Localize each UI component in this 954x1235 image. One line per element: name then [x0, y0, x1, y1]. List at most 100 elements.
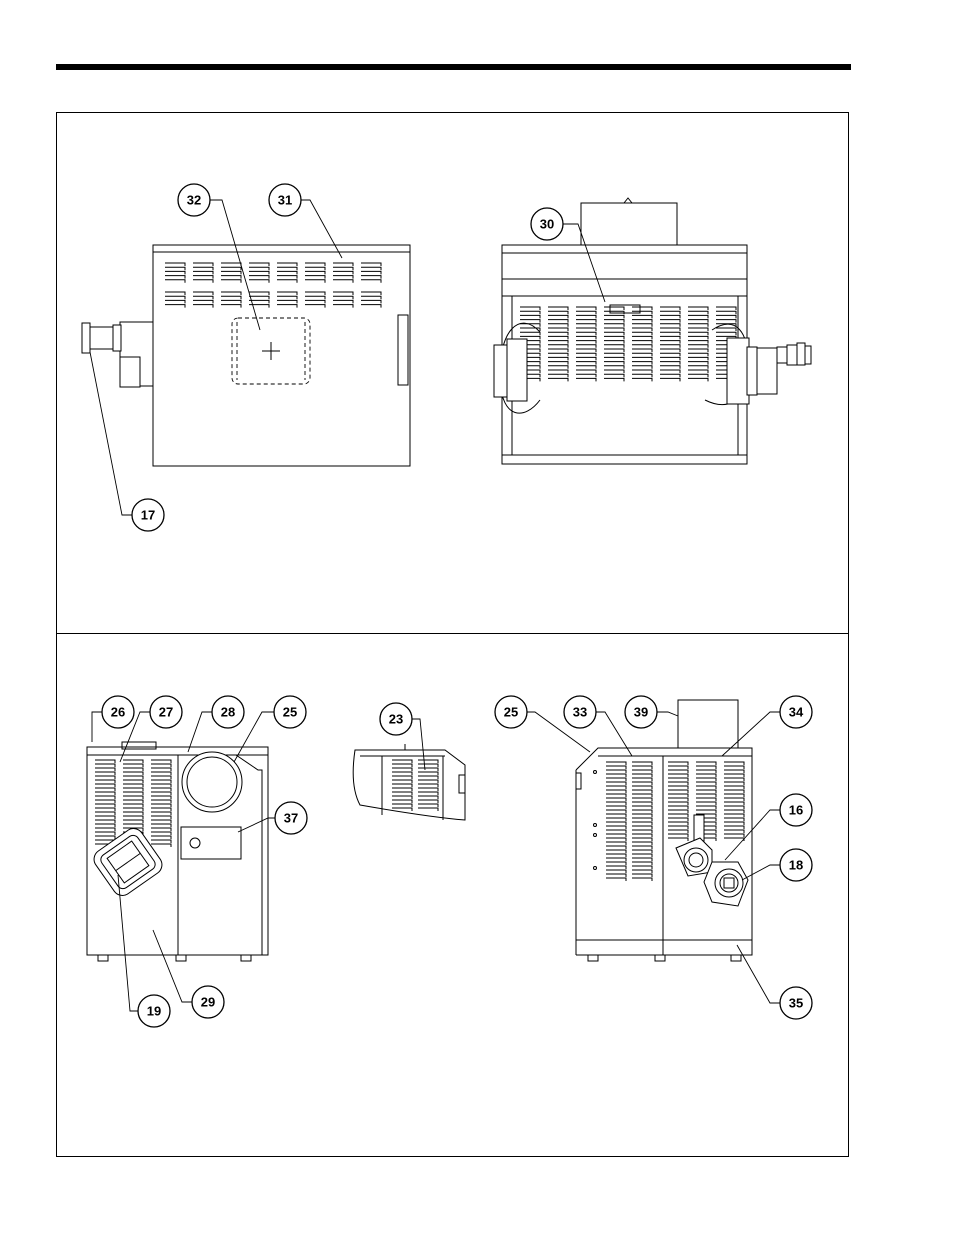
louver-slot	[151, 792, 171, 795]
louver-slot	[392, 780, 412, 783]
louver-slot	[688, 332, 708, 335]
louver-slot	[221, 305, 241, 308]
callout-23: 23	[380, 703, 412, 735]
heater-left-side-view	[87, 742, 268, 961]
louver-slot	[688, 378, 708, 381]
louver-slot	[660, 378, 680, 381]
louver-slot	[688, 315, 708, 318]
louver-slot	[123, 800, 143, 803]
louver-slot	[576, 320, 596, 323]
louver-slot	[606, 810, 626, 813]
callout-27-label: 27	[159, 705, 173, 720]
louver-slot	[668, 774, 688, 777]
louver-slot	[95, 836, 115, 839]
louver-slot	[688, 311, 708, 314]
louver-slot	[606, 822, 626, 825]
louver-slot	[95, 804, 115, 807]
louver-slot	[688, 370, 708, 373]
louver-slot	[151, 828, 171, 831]
louver-slot	[548, 320, 568, 323]
louver-slot	[165, 271, 185, 274]
callout-16-label: 16	[789, 803, 803, 818]
louver-slot	[576, 370, 596, 373]
louver-slot	[632, 814, 652, 817]
callout-19-label: 19	[147, 1004, 161, 1019]
louver-slot	[606, 798, 626, 801]
louver-slot	[688, 324, 708, 327]
callout-17: 17	[132, 499, 164, 531]
callout-29: 29	[192, 986, 224, 1018]
louver-slot	[688, 353, 708, 356]
louver-slot	[151, 816, 171, 819]
louver-slot	[668, 790, 688, 793]
louver-slot	[520, 311, 540, 314]
callout-31: 31	[269, 184, 301, 216]
louver-slot	[333, 276, 353, 279]
louver-slot	[361, 271, 381, 274]
louver-slot	[688, 336, 708, 339]
louver-slot	[123, 792, 143, 795]
louver-slot	[606, 794, 626, 797]
louver-slot	[668, 806, 688, 809]
louver-slot	[668, 810, 688, 813]
louver-slot	[95, 764, 115, 767]
callout-28: 28	[212, 696, 244, 728]
heater-front-view	[82, 245, 410, 466]
callout-33: 33	[564, 696, 596, 728]
louver-slot	[418, 776, 438, 779]
louver-slot	[632, 766, 652, 769]
louver-slot	[606, 842, 626, 845]
louver-slot	[632, 378, 652, 381]
callout-25-right-label: 25	[504, 705, 518, 720]
louver-slot	[696, 770, 716, 773]
louver-slot	[548, 336, 568, 339]
louver-slot	[632, 336, 652, 339]
louver-slot	[277, 292, 297, 295]
louver-slot	[632, 838, 652, 841]
louver-slot	[418, 804, 438, 807]
louver-slot	[221, 292, 241, 295]
louver-slot	[418, 788, 438, 791]
louver-slot	[95, 768, 115, 771]
louver-slot	[333, 271, 353, 274]
louver-slot	[95, 828, 115, 831]
callout-26: 26	[102, 696, 134, 728]
louver-slot	[123, 772, 143, 775]
louver-slot	[418, 800, 438, 803]
louver-slot	[660, 341, 680, 344]
louver-slot	[632, 846, 652, 849]
louver-slot	[724, 774, 744, 777]
louver-slot	[548, 349, 568, 352]
louver-slot	[632, 822, 652, 825]
louver-slot	[221, 280, 241, 283]
callout-30: 30	[531, 208, 563, 240]
louver-slot	[576, 324, 596, 327]
louver-slot	[548, 311, 568, 314]
louver-slot	[151, 820, 171, 823]
louver-slot	[696, 778, 716, 781]
louver-slot	[576, 366, 596, 369]
leader-lines	[90, 200, 780, 1011]
louver-slot	[668, 778, 688, 781]
louver-slot	[606, 818, 626, 821]
louver-slot	[576, 357, 596, 360]
callout-39: 39	[625, 696, 657, 728]
callout-32: 32	[178, 184, 210, 216]
louver-slot	[606, 814, 626, 817]
louver-slot	[606, 778, 626, 781]
louver-slot	[548, 324, 568, 327]
louver-slot	[688, 328, 708, 331]
louver-slot	[604, 324, 624, 327]
louver-slot	[123, 812, 143, 815]
louver-slot	[632, 818, 652, 821]
louver-slot	[333, 300, 353, 303]
louver-slot	[548, 362, 568, 365]
louver-slot	[95, 760, 115, 763]
louver-slot	[548, 357, 568, 360]
callout-37-label: 37	[284, 811, 298, 826]
louver-slot	[632, 345, 652, 348]
louver-slot	[660, 362, 680, 365]
louver-slot	[165, 300, 185, 303]
louver-slot	[548, 378, 568, 381]
louver-slot	[165, 263, 185, 266]
